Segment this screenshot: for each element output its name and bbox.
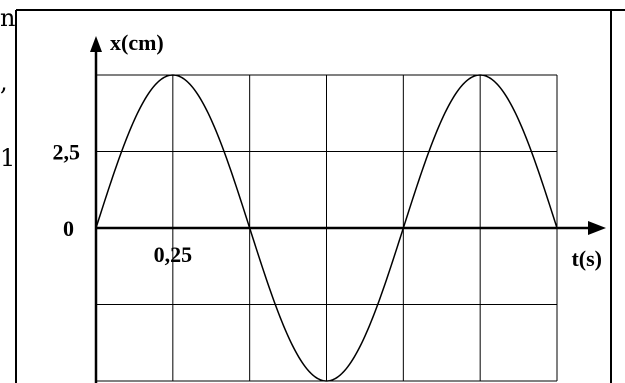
cropped-text-fragment: 1 bbox=[0, 144, 16, 172]
y-axis-arrow bbox=[90, 36, 102, 52]
x-axis-arrow bbox=[588, 221, 606, 235]
series-line bbox=[95, 74, 558, 382]
x-axis-label: t(s) bbox=[571, 246, 602, 271]
y-axis-label: x(cm) bbox=[110, 30, 164, 55]
y-tick-label: 2,5 bbox=[53, 140, 81, 165]
y-tick-label: 0 bbox=[63, 216, 74, 241]
x-tick-label: 0,25 bbox=[154, 242, 193, 267]
cropped-text-fragment: , bbox=[0, 68, 8, 96]
cropped-text-fragment: n bbox=[0, 4, 16, 32]
